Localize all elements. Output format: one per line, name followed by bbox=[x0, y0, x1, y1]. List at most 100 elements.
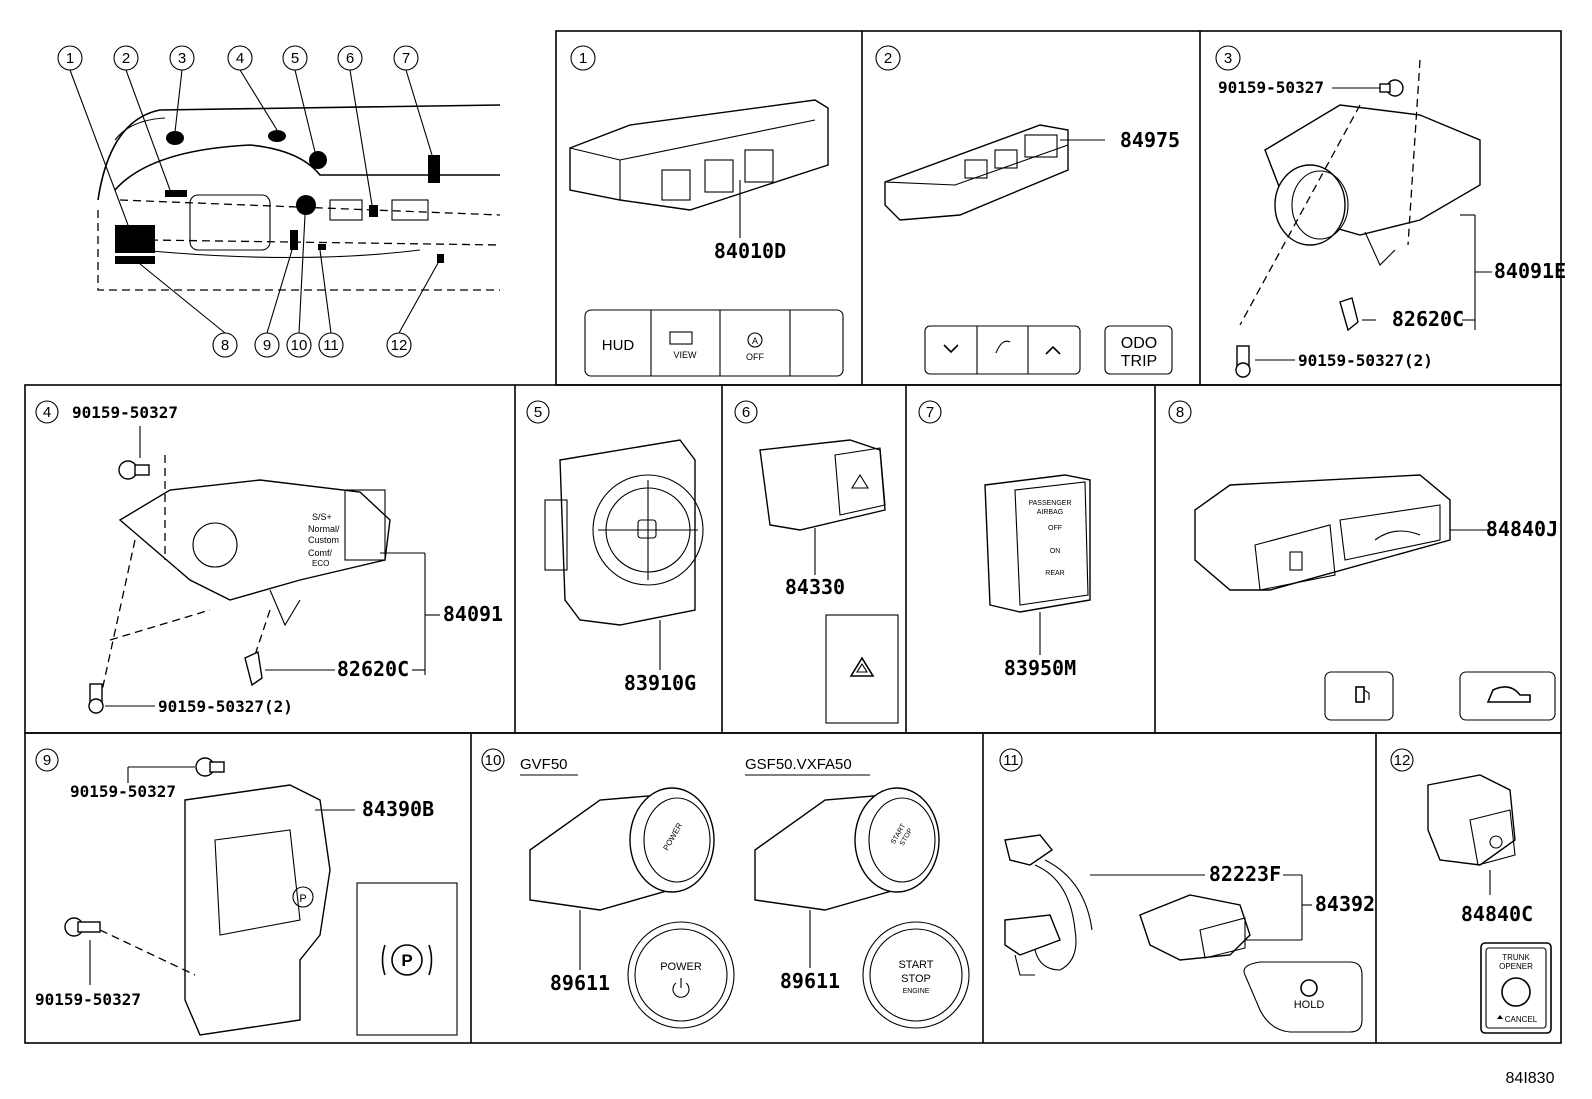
drive-mode-switch-unit-4: S/S+ Normal/ Custom Comf/ ECO bbox=[118, 479, 391, 627]
hud-button-face: HUD VIEW A OFF bbox=[584, 309, 844, 377]
part-82620C-p4: 82620C bbox=[337, 657, 409, 681]
hazard-icon bbox=[851, 473, 869, 489]
part-84390B: 84390B bbox=[362, 797, 434, 821]
clip-icon bbox=[1339, 297, 1359, 332]
start-stop-switch-unit: START STOP bbox=[754, 787, 940, 911]
panel-5-number: 5 bbox=[534, 404, 542, 421]
switch-text-eco: ECO bbox=[312, 559, 329, 568]
panel-6: 6 84330 bbox=[734, 400, 899, 724]
clip-icon bbox=[244, 650, 263, 687]
indicator-passenger: PASSENGER bbox=[1028, 500, 1071, 507]
button-view: VIEW bbox=[673, 350, 697, 360]
lock-icon bbox=[1497, 1015, 1503, 1019]
part-82223F: 82223F bbox=[1209, 862, 1281, 886]
trunk-opener-cancel-unit bbox=[1427, 774, 1516, 866]
overview-callout-11: 11 bbox=[323, 337, 339, 354]
trunk-opener-button bbox=[1501, 977, 1531, 1007]
indicator-airbag: AIRBAG bbox=[1037, 509, 1063, 516]
part-83950M: 83950M bbox=[1004, 656, 1076, 680]
power-icon bbox=[672, 982, 690, 998]
switch-text-normal: Normal/ bbox=[308, 524, 340, 534]
panel-1: 1 84010D HUD VIEW A OFF bbox=[569, 45, 844, 377]
panel-11: 11 82223F 84392 HOLD bbox=[999, 748, 1375, 1033]
airbag-indicator-unit: PASSENGER AIRBAG OFF ON REAR bbox=[984, 474, 1091, 613]
part-89611-gvf50: 89611 bbox=[550, 971, 610, 995]
switch-text-custom: Custom bbox=[308, 535, 339, 545]
overview-callout-7: 7 bbox=[402, 50, 410, 67]
panel-11-number: 11 bbox=[1003, 752, 1019, 769]
panel-5: 5 83910G bbox=[526, 400, 704, 695]
bolt-icon bbox=[1235, 345, 1251, 378]
bolt-icon bbox=[64, 917, 101, 937]
panel-12-number: 12 bbox=[1394, 752, 1411, 769]
overview-callouts-top: 1 2 3 4 5 6 7 bbox=[57, 45, 419, 71]
part-83910G: 83910G bbox=[624, 671, 696, 695]
panel-2: 2 84975 ODO TRIP bbox=[875, 45, 1180, 375]
switch-text-ss: S/S+ bbox=[312, 512, 332, 522]
overview-callout-3: 3 bbox=[178, 50, 186, 67]
stop-button-text: STOP bbox=[901, 973, 931, 985]
start-stop-button-face bbox=[862, 921, 970, 1029]
chevron-up-icon bbox=[1045, 345, 1061, 355]
indicator-off: OFF bbox=[1048, 525, 1062, 532]
parking-button-face bbox=[356, 882, 458, 1036]
panel-4-number: 4 bbox=[43, 404, 51, 421]
mirror-switch-unit bbox=[544, 439, 704, 626]
overview-leader-lines bbox=[69, 69, 439, 334]
button-hud: HUD bbox=[602, 337, 635, 354]
panel-2-number: 2 bbox=[884, 50, 892, 67]
view-icon bbox=[669, 331, 693, 345]
part-90159-50327-p4: 90159-50327 bbox=[72, 403, 178, 422]
overview-callout-9: 9 bbox=[263, 337, 271, 354]
fuel-door-icon bbox=[1355, 686, 1365, 703]
part-90159-50327-p9a: 90159-50327 bbox=[70, 782, 176, 801]
opener-text: OPENER bbox=[1499, 962, 1533, 971]
variant-gsf50-vxfa50: GSF50.VXFA50 bbox=[745, 756, 852, 773]
bolt-icon bbox=[1379, 79, 1404, 97]
panel-6-number: 6 bbox=[742, 404, 750, 421]
brake-hold-switch-unit bbox=[1139, 894, 1251, 961]
cancel-text: CANCEL bbox=[1505, 1015, 1538, 1024]
power-button-face bbox=[627, 921, 735, 1029]
panel-4: 4 90159-50327 S/S+ Normal/ Custom Comf/ … bbox=[35, 400, 503, 716]
meter-switch-unit bbox=[884, 124, 1069, 221]
panel-10-number: 10 bbox=[485, 752, 502, 769]
part-84091: 84091 bbox=[443, 602, 503, 626]
bolt-icon bbox=[118, 460, 150, 480]
overview-callout-4: 4 bbox=[236, 50, 244, 67]
brake-hold-icon bbox=[1300, 979, 1318, 997]
part-90159-50327-2-p4: 90159-50327(2) bbox=[158, 697, 293, 716]
panel-8: 8 84840J bbox=[1168, 400, 1558, 721]
panel-9-number: 9 bbox=[43, 752, 51, 769]
trunk-button-face bbox=[1459, 671, 1556, 721]
part-90159-50327-p9b: 90159-50327 bbox=[35, 990, 141, 1009]
indicator-rear: REAR bbox=[1045, 570, 1064, 577]
panel-3-number: 3 bbox=[1224, 50, 1232, 67]
sheet-code: 84I830 bbox=[1506, 1070, 1555, 1087]
meter-illumination-icon bbox=[995, 340, 1011, 354]
hold-button-text: HOLD bbox=[1294, 999, 1325, 1011]
auto-off-icon bbox=[747, 332, 763, 348]
part-82620C-p3: 82620C bbox=[1392, 307, 1464, 331]
part-90159-50327-p3: 90159-50327 bbox=[1218, 78, 1324, 97]
trunk-icon bbox=[1486, 686, 1531, 703]
wire-harness bbox=[1004, 834, 1093, 976]
part-84330: 84330 bbox=[785, 575, 845, 599]
panel-3: 3 90159-50327 84091E 82620C 90159-50327(… bbox=[1215, 45, 1566, 378]
panel-10: 10 GVF50 GSF50.VXFA50 POWER 89611 POWER … bbox=[481, 748, 970, 1029]
fuel-trunk-opener-unit bbox=[1194, 474, 1451, 591]
power-switch-unit: POWER bbox=[529, 787, 715, 911]
overview-callout-8: 8 bbox=[221, 337, 229, 354]
start-button-text: START bbox=[898, 959, 933, 971]
bolt-icon bbox=[195, 757, 225, 777]
variant-gvf50: GVF50 bbox=[520, 756, 568, 773]
indicator-on: ON bbox=[1050, 548, 1061, 555]
fuel-button-face bbox=[1324, 671, 1394, 721]
trunk-opener-button-face bbox=[1480, 942, 1552, 1034]
fuel-icon bbox=[1289, 551, 1303, 571]
overview-callout-10: 10 bbox=[291, 337, 308, 354]
bolt-icon bbox=[88, 683, 104, 714]
switch-text-comf: Comf/ bbox=[308, 548, 333, 558]
overview-callout-6: 6 bbox=[346, 50, 354, 67]
